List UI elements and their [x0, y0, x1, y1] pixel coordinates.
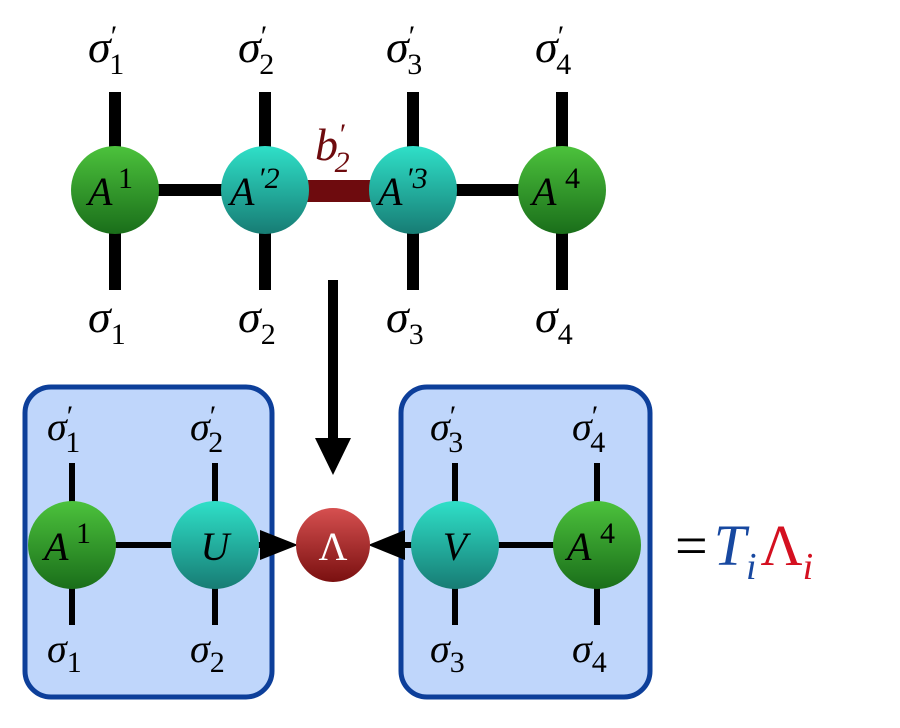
svg-text:σ4: σ4 — [572, 626, 607, 679]
svg-text:Λ: Λ — [318, 524, 347, 569]
equation: =TiΛi — [675, 513, 813, 588]
svg-text:σ′3: σ′3 — [386, 20, 422, 81]
top-upper-labels: σ′1 σ′2 σ′3 σ′4 — [88, 20, 571, 81]
svg-text:σ′3: σ′3 — [430, 400, 463, 459]
svg-text:A: A — [85, 169, 113, 214]
svg-text:σ3: σ3 — [430, 626, 465, 679]
top-node-A3: A′3 — [369, 146, 457, 234]
bond-b2 — [300, 180, 380, 202]
svg-text:σ′4: σ′4 — [535, 20, 571, 81]
svg-text:σ′1: σ′1 — [88, 20, 124, 81]
top-node-A2: A′2 — [221, 146, 309, 234]
svg-text:σ4: σ4 — [535, 291, 573, 351]
svg-text:′2: ′2 — [258, 162, 280, 195]
svg-text:σ′2: σ′2 — [238, 20, 274, 81]
svg-text:4: 4 — [600, 517, 615, 550]
svg-text:σ2: σ2 — [238, 291, 276, 351]
bottom-node-U: U — [171, 501, 259, 589]
svg-text:σ′2: σ′2 — [190, 400, 223, 459]
svg-text:V: V — [443, 524, 472, 569]
arrow-right-icon — [260, 530, 298, 560]
svg-text:σ3: σ3 — [386, 291, 424, 351]
svg-text:σ′4: σ′4 — [572, 400, 605, 459]
svg-text:A: A — [564, 524, 592, 569]
svg-text:σ2: σ2 — [190, 626, 225, 679]
svg-text:A: A — [41, 524, 69, 569]
bottom-node-V: V — [411, 501, 499, 589]
svg-text:σ1: σ1 — [88, 291, 126, 351]
svg-text:′3: ′3 — [406, 162, 428, 195]
svg-text:σ′1: σ′1 — [47, 400, 80, 459]
bond-label: b′2 — [315, 118, 350, 179]
arrow-left-icon — [368, 530, 405, 560]
svg-text:1: 1 — [76, 517, 91, 550]
bottom-lower-labels: σ1 σ2 σ3 σ4 — [47, 626, 607, 679]
bottom-node-Lambda: Λ — [296, 508, 370, 582]
svg-text:1: 1 — [118, 162, 133, 195]
bottom-upper-labels: σ′1 σ′2 σ′3 σ′4 — [47, 400, 605, 459]
svg-text:A: A — [375, 169, 403, 214]
svg-text:A: A — [529, 169, 557, 214]
svg-text:4: 4 — [565, 162, 580, 195]
top-lower-labels: σ1 σ2 σ3 σ4 — [88, 291, 573, 351]
svg-text:U: U — [201, 524, 233, 569]
svg-text:A: A — [227, 169, 255, 214]
svg-text:σ1: σ1 — [47, 626, 82, 679]
down-arrow — [315, 280, 351, 475]
